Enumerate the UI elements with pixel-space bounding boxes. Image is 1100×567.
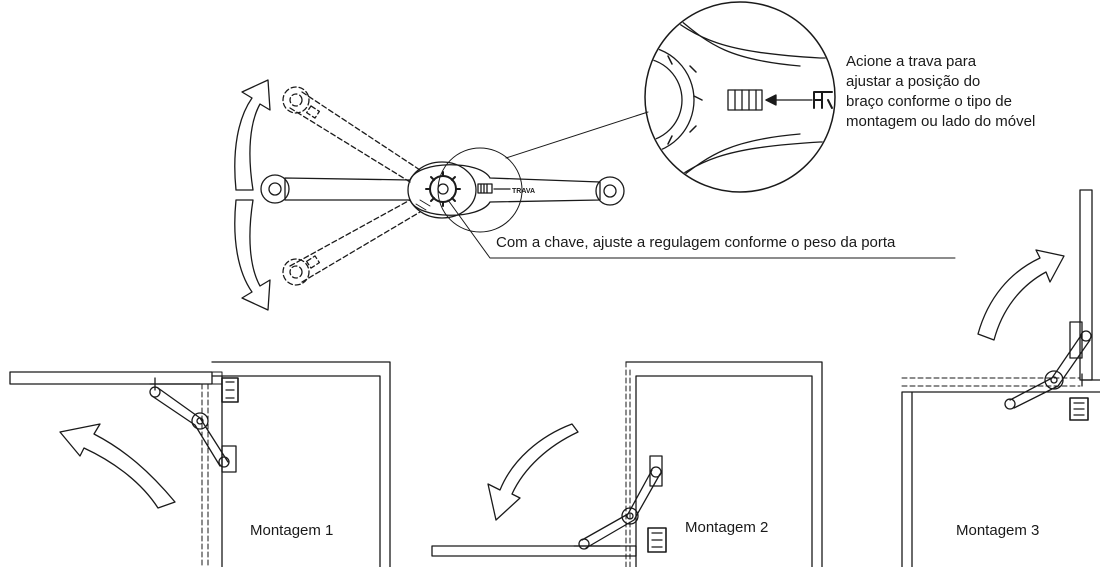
arm-alt-position-down [282,199,421,286]
mounting-3-diagram [901,189,1100,567]
rotation-arrow-up [234,79,271,191]
lock-symbol-icon [813,91,833,109]
zoom-leader-line [505,111,649,159]
mounting-2-label: Montagem 2 [685,519,769,536]
key-callout-line [447,199,956,259]
hinge-arm-2 [573,455,667,553]
lock-latch-icon [727,89,763,111]
hinge-mark-text: TRAVA [512,188,535,195]
hinge-arm-3 [1004,321,1100,421]
lock-note-line-3: braço conforme o tipo de [846,93,1012,110]
cabinet-outline [901,391,1100,567]
rotation-arrow-down [234,199,271,311]
key-adjustment-note: Com a chave, ajuste a regulagem conforme… [496,234,896,251]
mounting-2-diagram [431,361,823,567]
cabinet-outline [625,361,823,567]
door-open-panel [9,371,213,385]
lock-instruction-note: Acione a trava para ajustar a posição do… [846,52,1096,132]
adjustable-arm-top: TRAVA [260,86,649,286]
lock-detail-zoom [644,1,836,193]
mounting-3-label: Montagem 3 [956,522,1040,539]
mounting-1-diagram [9,361,391,567]
lock-note-line-2: ajustar a posição do [846,73,981,90]
rotation-arrows [234,79,271,311]
lock-note-line-1: Acione a trava para [846,53,977,70]
arm-alt-position-up [282,86,421,183]
lock-note-line-4: montagem ou lado do móvel [846,113,1036,130]
mounting-1-label: Montagem 1 [250,522,334,539]
zoom-indicator-circle [437,147,523,233]
hinge-arm-1 [149,377,239,473]
opening-arrow-3 [977,249,1065,341]
door-open-panel [431,545,637,557]
arm-main: TRAVA [260,161,625,219]
opening-arrow-2 [487,423,579,521]
opening-arrow-1 [59,423,176,509]
